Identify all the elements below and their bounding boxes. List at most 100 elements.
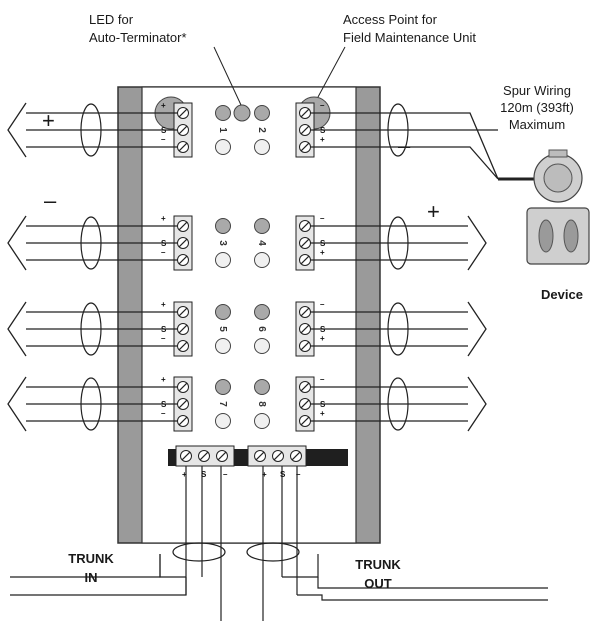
left-spur-pin-label: – — [161, 334, 166, 343]
right-spur-cable-shield — [387, 103, 409, 157]
right-spur-pin-label: – — [320, 375, 325, 384]
spur-status-led — [254, 304, 270, 320]
terminal-screw — [299, 124, 311, 136]
left-spur-cable-shield — [80, 216, 102, 270]
right-spur-pin-label: + — [320, 135, 325, 144]
trunk-out-label-line1: TRUNK — [355, 557, 401, 572]
left-spur-arrow — [7, 301, 27, 357]
spur-number-1: 1 — [217, 127, 228, 133]
spur-number-6: 6 — [256, 326, 267, 332]
trunk-out-label-line2: OUT — [364, 576, 392, 591]
spur-status-led — [254, 379, 270, 395]
left-spur-cable-shield — [80, 302, 102, 356]
device-spur-wire — [311, 112, 499, 180]
access-point-callout-line — [317, 46, 346, 98]
terminal-screw — [177, 340, 189, 352]
spur-status-led — [254, 105, 270, 121]
trunk-out-pin-plus: + — [262, 470, 267, 479]
terminal-screw — [198, 450, 210, 462]
led-label-line2: Auto-Terminator* — [89, 30, 187, 45]
right-spur-terminal-block — [295, 215, 315, 271]
right-spur-terminal-block — [295, 102, 315, 158]
spur-status-led — [254, 218, 270, 234]
terminal-screw — [177, 237, 189, 249]
terminal-screw — [177, 254, 189, 266]
spur-status-led — [215, 379, 231, 395]
right-spur-cable-shield — [387, 216, 409, 270]
trunk-in-pin-shield: S — [201, 470, 207, 479]
terminal-screw — [177, 323, 189, 335]
left-spur-terminal-block — [173, 215, 193, 271]
led-label-line1: LED for — [89, 12, 134, 27]
spur-status-led — [215, 304, 231, 320]
terminal-screw — [177, 124, 189, 136]
left-spur-pin-label: – — [161, 135, 166, 144]
auto-terminator-led — [233, 104, 251, 122]
spur-termination-led — [254, 338, 270, 354]
right-spur-pin-label: – — [320, 101, 325, 110]
right-spur-terminal-block — [295, 301, 315, 357]
left-spur-cable-shield — [80, 103, 102, 157]
trunk-cables — [10, 462, 548, 621]
access-point-label-line1: Access Point for — [343, 12, 438, 27]
spur-termination-led — [254, 413, 270, 429]
terminal-screw — [299, 220, 311, 232]
right-spur-pin-label: – — [320, 300, 325, 309]
terminal-screw — [299, 381, 311, 393]
left-spur-pin-label: – — [161, 409, 166, 418]
right-spur-minus-sign: – — [398, 133, 411, 158]
trunk-out-pin-shield: S — [280, 470, 286, 479]
spur-connections: +S––S+12+S––S+34+S––S+56+S––S+78 — [7, 101, 499, 432]
right-spur-pin-label: + — [320, 334, 325, 343]
spur-number-3: 3 — [217, 240, 228, 246]
right-spur-arrow — [467, 301, 487, 357]
left-spur-terminal-block — [173, 102, 193, 158]
right-spur-arrow — [467, 215, 487, 271]
terminal-screw — [177, 107, 189, 119]
spur-termination-led — [215, 413, 231, 429]
right-spur-plus-sign: + — [427, 199, 440, 224]
terminal-screw — [299, 398, 311, 410]
spur-termination-led — [254, 252, 270, 268]
right-spur-cable-shield — [387, 302, 409, 356]
trunk-in-label-line1: TRUNK — [68, 551, 114, 566]
right-spur-arrow — [467, 376, 487, 432]
trunk-terminal-screws — [180, 450, 302, 462]
access-point-label-line2: Field Maintenance Unit — [343, 30, 476, 45]
terminal-screw — [299, 323, 311, 335]
left-spur-pin-label: + — [161, 101, 166, 110]
spur-row-3: +S––S+56 — [7, 300, 487, 357]
left-spur-pin-label: + — [161, 375, 166, 384]
left-spur-plus-sign: + — [42, 108, 55, 133]
terminal-screw — [299, 254, 311, 266]
trunk-in-pin-plus: + — [182, 470, 187, 479]
trunk-out-pin-minus: – — [296, 470, 301, 479]
terminal-screw — [299, 141, 311, 153]
terminal-screw — [290, 450, 302, 462]
terminal-screw — [177, 398, 189, 410]
spur-termination-led — [215, 338, 231, 354]
spur-number-7: 7 — [217, 401, 228, 407]
trunk-in-pin-minus: – — [223, 470, 228, 479]
left-spur-arrow — [7, 102, 27, 158]
spur-termination-led — [254, 139, 270, 155]
spur-termination-led — [215, 139, 231, 155]
field-device — [498, 149, 590, 265]
left-spur-pin-label: + — [161, 214, 166, 223]
led-callout-line — [213, 46, 242, 106]
terminal-screw — [177, 220, 189, 232]
terminal-screw — [272, 450, 284, 462]
right-spur-pin-label: + — [320, 248, 325, 257]
right-spur-terminal-block — [295, 376, 315, 432]
left-spur-terminal-block — [173, 301, 193, 357]
spur-row-4: +S––S+78 — [7, 375, 487, 432]
terminal-screw — [177, 141, 189, 153]
left-spur-terminal-block — [173, 376, 193, 432]
terminal-screw — [299, 237, 311, 249]
spur-termination-led — [215, 252, 231, 268]
left-spur-arrow — [7, 376, 27, 432]
trunk-pin-labels: + S – + S – — [182, 470, 301, 479]
spur-status-led — [215, 218, 231, 234]
device-label: Device — [541, 287, 583, 302]
